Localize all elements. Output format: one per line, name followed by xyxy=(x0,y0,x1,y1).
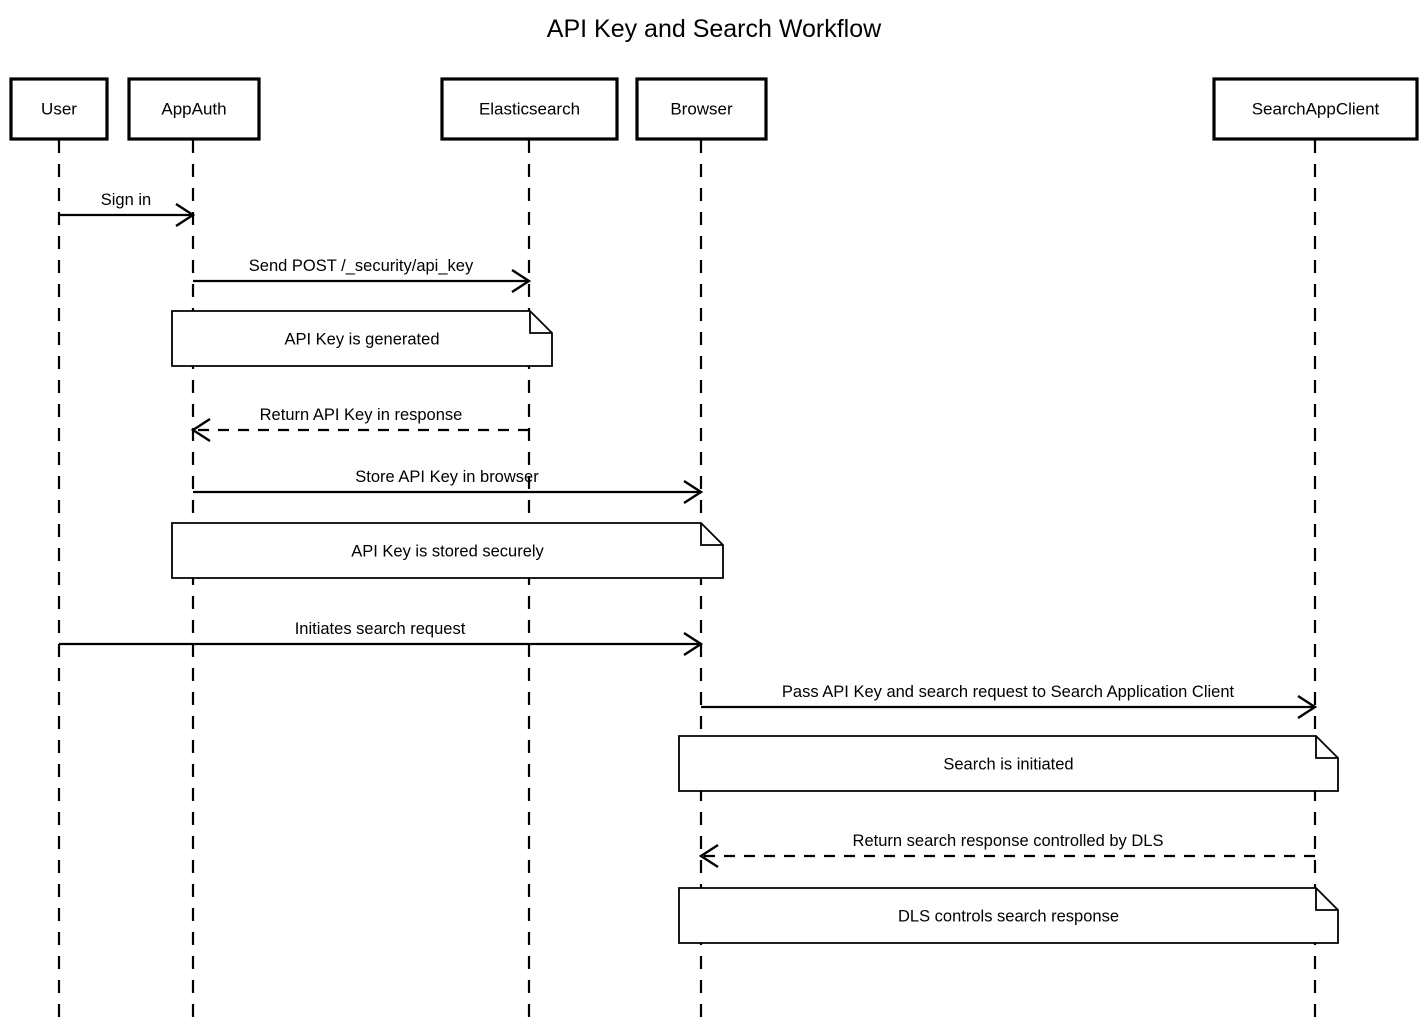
messages-layer: Sign in Send POST /_security/api_keyRetur… xyxy=(59,191,1318,869)
note-shape-n4 xyxy=(678,887,1339,944)
message-label-m3: Return API Key in response xyxy=(260,406,463,424)
participant-elastic[interactable]: Elasticsearch xyxy=(440,77,619,141)
participant-label-browser: Browser xyxy=(670,99,733,118)
note-fold-corner-n1 xyxy=(529,311,552,334)
note-shape-n3 xyxy=(678,735,1339,792)
message-m3: Return API Key in response xyxy=(190,406,529,443)
note-label-n3: Search is initiated xyxy=(943,756,1073,774)
arrow-head-m6 xyxy=(1297,694,1318,720)
participant-searchapp[interactable]: SearchAppClient xyxy=(1212,77,1419,141)
note-n3: Search is initiated xyxy=(678,735,1339,792)
page-title: API Key and Search Workflow xyxy=(547,15,882,43)
message-m1: Sign in xyxy=(59,191,196,228)
message-label-m7: Return search response controlled by DLS xyxy=(853,832,1164,850)
participant-appauth[interactable]: AppAuth xyxy=(127,77,261,141)
participant-box-searchapp xyxy=(1212,77,1419,141)
note-n2: API Key is stored securely xyxy=(171,522,724,579)
note-n1: API Key is generated xyxy=(171,310,553,367)
message-m5: Initiates search request xyxy=(59,620,704,657)
message-label-m6: Pass API Key and search request to Searc… xyxy=(782,683,1235,701)
note-fold-corner-n4 xyxy=(1315,888,1338,911)
message-m6: Pass API Key and search request to Searc… xyxy=(701,683,1318,720)
message-m2: Send POST /_security/api_key xyxy=(193,257,532,294)
arrow-head-m5 xyxy=(683,631,704,657)
message-m7: Return search response controlled by DLS xyxy=(698,832,1315,869)
arrow-head-m1 xyxy=(175,202,196,228)
participant-box-user xyxy=(9,77,109,141)
participant-browser[interactable]: Browser xyxy=(635,77,768,141)
participant-box-elastic xyxy=(440,77,619,141)
note-fold-corner-n3 xyxy=(1315,736,1338,759)
note-shape-n1 xyxy=(171,310,553,367)
participant-label-searchapp: SearchAppClient xyxy=(1252,99,1380,118)
message-m4: Store API Key in browser xyxy=(193,468,704,505)
participant-label-appauth: AppAuth xyxy=(161,99,226,118)
arrow-head-m3 xyxy=(190,417,211,443)
note-fold-corner-n2 xyxy=(700,523,723,546)
note-shape-n2 xyxy=(171,522,724,579)
participant-box-browser xyxy=(635,77,768,141)
lifelines-layer xyxy=(57,140,1317,1027)
participant-label-elastic: Elasticsearch xyxy=(479,99,580,118)
participants-layer: User AppAuth Elasticsearch Browser SearchApp… xyxy=(9,77,1419,141)
note-label-n2: API Key is stored securely xyxy=(351,543,544,561)
message-label-m4: Store API Key in browser xyxy=(355,468,539,486)
arrow-head-m4 xyxy=(683,479,704,505)
message-label-m5: Initiates search request xyxy=(295,620,466,638)
arrow-head-m7 xyxy=(698,843,719,869)
arrow-head-m2 xyxy=(511,268,532,294)
note-label-n1: API Key is generated xyxy=(284,331,439,349)
message-label-m2: Send POST /_security/api_key xyxy=(249,257,474,275)
note-label-n4: DLS controls search response xyxy=(898,908,1119,926)
participant-user[interactable]: User xyxy=(9,77,109,141)
participant-label-user: User xyxy=(41,99,77,118)
message-label-m1: Sign in xyxy=(101,191,151,209)
note-n4: DLS controls search response xyxy=(678,887,1339,944)
participant-box-appauth xyxy=(127,77,261,141)
